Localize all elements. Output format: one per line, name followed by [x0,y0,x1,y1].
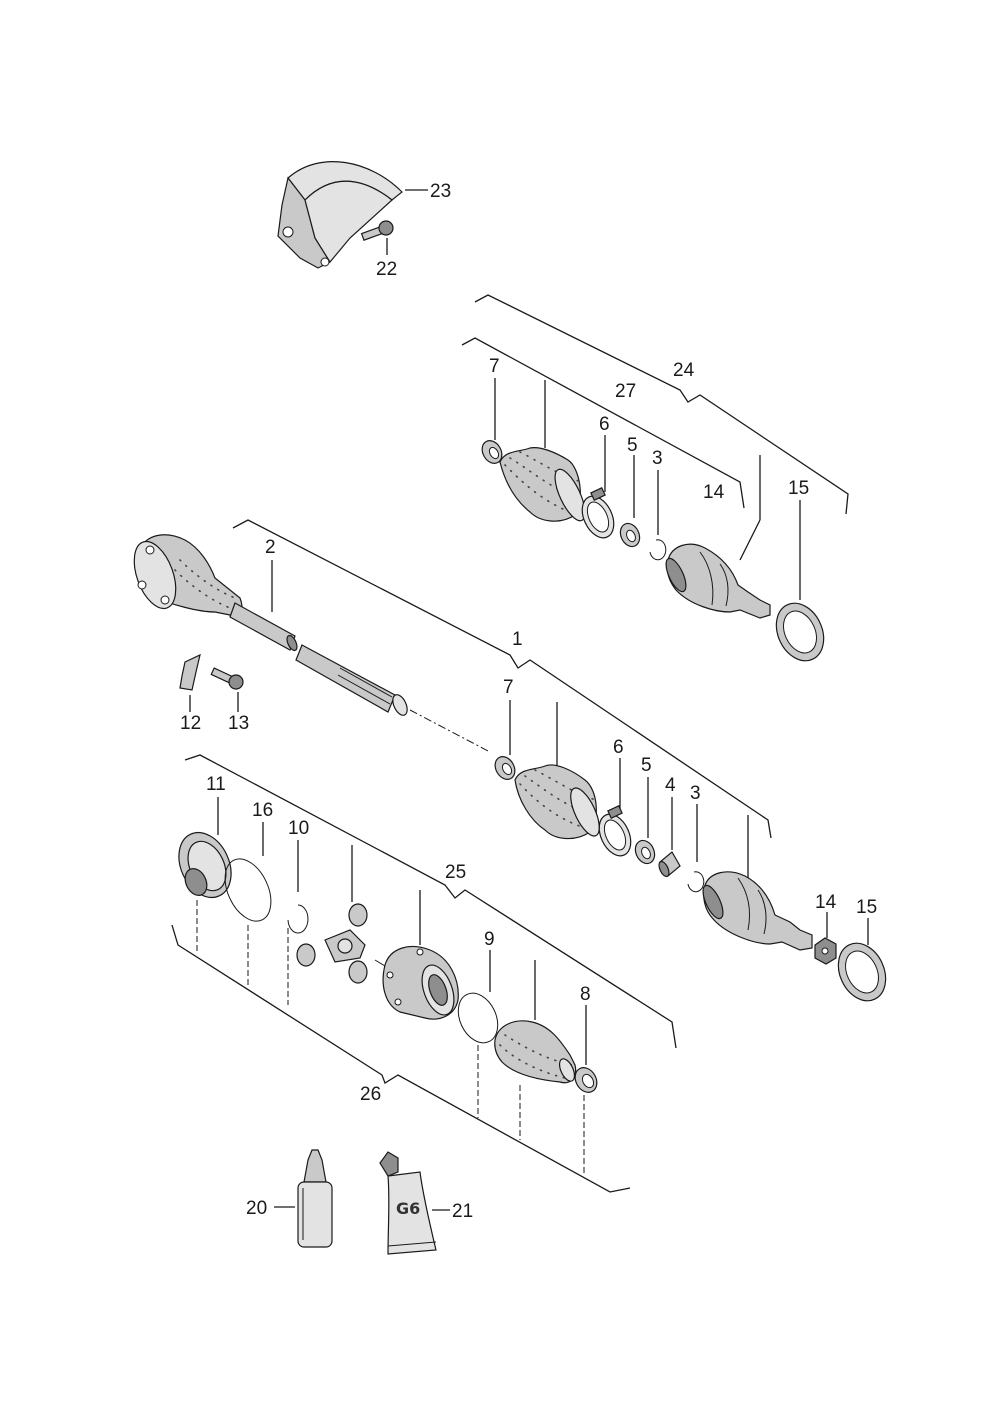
label-7b: 7 [503,677,514,698]
clamp-6b-part [598,805,632,857]
joint-housing-part [382,945,459,1020]
clamp-7a-part [481,440,503,464]
cover-11-part [178,831,232,899]
seal-ring-15b-part [837,942,887,1002]
label-3a: 3 [652,448,663,469]
label-27: 27 [615,381,636,402]
label-12: 12 [180,713,201,734]
label-13: 13 [228,713,249,734]
label-16: 16 [252,800,273,821]
clamp-9-part [457,992,499,1044]
label-25: 25 [445,862,466,883]
label-8: 8 [580,984,591,1005]
label-24: 24 [673,360,695,381]
boot-lower-part [514,764,600,840]
label-3b: 3 [690,783,701,804]
spacer-4-part [658,851,681,878]
outer-joint-upper-part [665,543,771,619]
label-26: 26 [360,1084,381,1105]
bracket-27 [461,337,745,509]
bracket-25 [184,754,677,1049]
tube-marking-text: G6 [396,1199,420,1218]
bracket-26 [171,924,631,1193]
drive-shaft-part [229,602,408,716]
tripod-part [296,903,386,984]
clamp-8-part [574,1067,598,1093]
circlip-3b-part [687,871,705,893]
washer-5b-part [634,839,656,865]
label-1: 1 [512,629,523,650]
label-23: 23 [430,181,451,202]
label-11: 11 [206,774,226,795]
label-4: 4 [665,775,676,796]
boot-upper-part [499,447,586,522]
label-20: 20 [246,1198,267,1219]
label-15a: 15 [788,478,809,499]
circlip-10-part [287,904,309,934]
bolt-22-part [360,220,394,241]
circlip-3a-part [649,539,667,561]
lock-plate-12-part [179,653,201,691]
label-2: 2 [265,537,276,558]
bracket-1 [232,519,772,839]
gasket-16-part [224,858,272,922]
label-14b: 14 [815,892,837,913]
label-6b: 6 [613,737,624,758]
clamp-7b-part [494,756,516,780]
label-5b: 5 [641,755,652,776]
label-10: 10 [288,818,309,839]
outer-joint-lower-part [702,871,813,951]
inner-joint-flange-part [133,534,243,617]
label-9: 9 [484,929,495,950]
grease-tube-21-part: G6 [379,1151,437,1255]
boot-kit-part [494,1020,577,1084]
washer-5a-part [619,522,641,548]
label-5a: 5 [627,435,638,456]
label-21: 21 [452,1201,473,1222]
bracket-24 [474,294,849,515]
label-22: 22 [376,259,397,280]
label-6a: 6 [599,414,610,435]
nut-14-part [814,937,837,965]
bolt-13-part [210,667,244,690]
clamp-6a-part [581,487,615,539]
heat-shield-part [277,161,403,269]
seal-ring-15a-part [775,602,825,662]
label-14a: 14 [703,482,725,503]
label-7a: 7 [489,356,500,377]
lubricant-bottle-20-part [297,1149,333,1248]
label-15b: 15 [856,897,877,918]
